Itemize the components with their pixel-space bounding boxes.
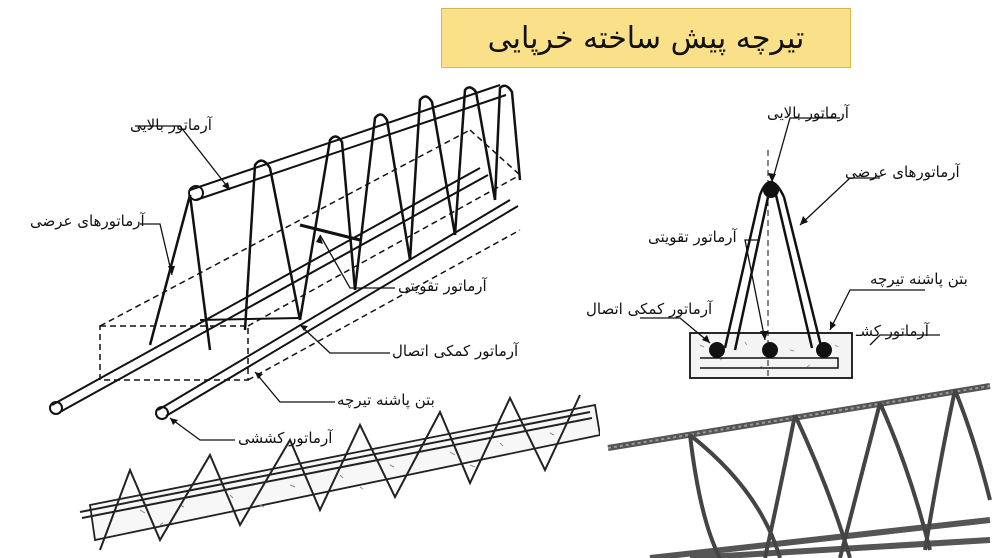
- label-tension-rebar: آرماتور کششی: [238, 429, 333, 447]
- section-label-auxiliary-rebar: آرماتور کمکی اتصال: [586, 300, 713, 318]
- top-chord: [188, 84, 507, 201]
- reinforcing-bar-section: [762, 342, 778, 358]
- heel-gravel: [139, 432, 555, 526]
- leader-lines: [135, 125, 395, 441]
- label-joist-heel-concrete: بتن پاشنه تیرچه: [337, 391, 435, 409]
- auxiliary-bar: [199, 317, 301, 321]
- cross-rebars: [148, 84, 522, 351]
- sketch-webs: [99, 394, 581, 551]
- label-cross-rebars: آرماتورهای عرضی: [30, 212, 145, 230]
- section-label-tension-rebar: آرماتور کشـ: [856, 322, 929, 340]
- section-label-reinforcing-rebar: آرماتور تقویتی: [648, 228, 737, 246]
- label-reinforcing-rebar: آرماتور تقویتی: [398, 277, 487, 295]
- steel-truss-photo: [600, 380, 992, 558]
- top-bar-section: [763, 182, 779, 198]
- right-tension-bar-section: [816, 342, 832, 358]
- reinforcing-bar: [299, 223, 361, 242]
- leader-arrowheads: [168, 182, 323, 425]
- right-web: [774, 194, 824, 351]
- section-label-top-rebar: آرماتور بالایی: [767, 104, 849, 122]
- page-title: تیرچه پیش ساخته خرپایی: [487, 20, 805, 56]
- sketch-top-bar: [79, 411, 593, 519]
- heel-concrete-outline: [99, 129, 521, 381]
- section-leaders: [640, 117, 940, 346]
- auxiliary-bar-section: [700, 357, 839, 369]
- left-web: [723, 194, 770, 351]
- tension-bars: [49, 167, 519, 420]
- isometric-truss: [49, 84, 522, 441]
- label-top-rebar: آرماتور بالایی: [130, 116, 212, 134]
- section-drawing: [640, 117, 940, 382]
- concrete-texture: [699, 341, 839, 369]
- title-box: تیرچه پیش ساخته خرپایی: [441, 8, 851, 68]
- label-auxiliary-rebar: آرماتور کمکی اتصال: [392, 342, 519, 360]
- section-label-joist-heel-concrete: بتن پاشنه تیرچه: [870, 270, 968, 288]
- section-label-cross-rebars: آرماتورهای عرضی: [845, 163, 960, 181]
- left-tension-bar-section: [709, 342, 725, 358]
